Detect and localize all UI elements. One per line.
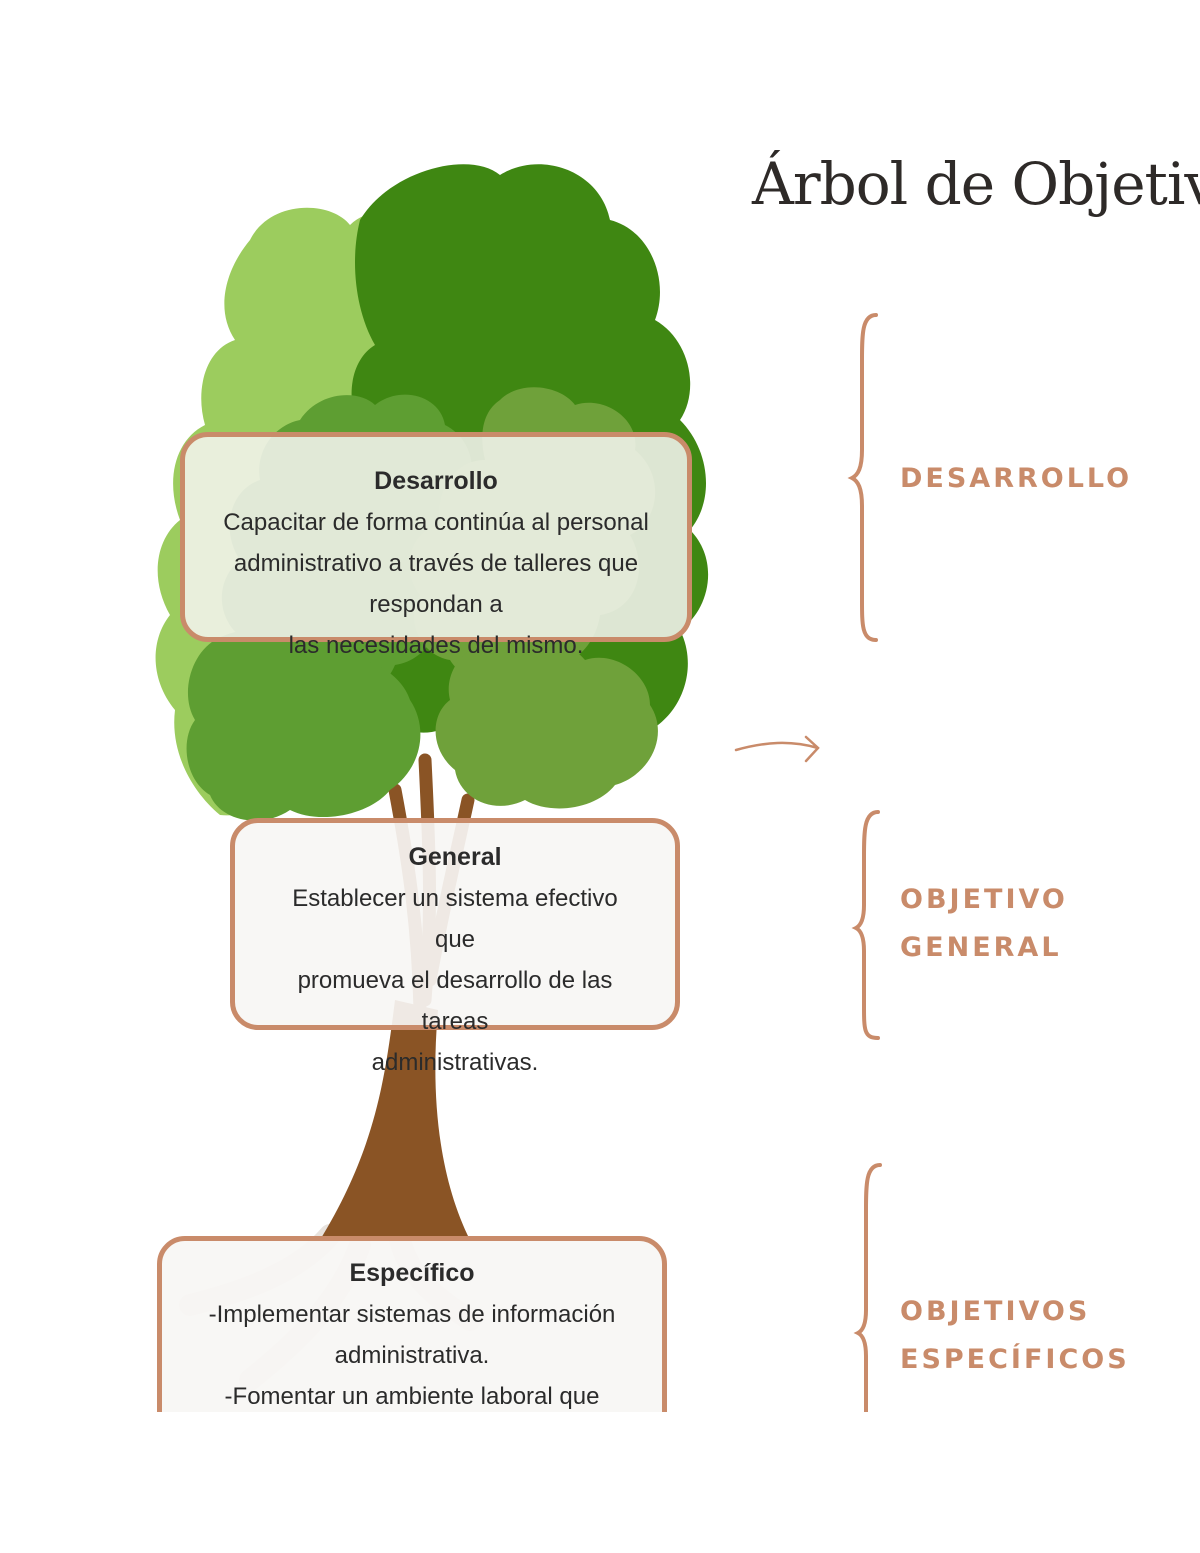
box-line: promueva el desarrollo de las tareas <box>297 967 613 1035</box>
tree-trunk <box>320 1000 470 1240</box>
foliage-lower-right <box>435 633 658 809</box>
arrow-right-icon <box>734 735 820 763</box>
box-body: Capacitar de forma continúa al personal … <box>185 502 687 666</box>
objective-box-desarrollo: Desarrollo Capacitar de forma continúa a… <box>180 432 692 659</box>
curly-brace-icon <box>847 313 878 642</box>
side-label-objetivos-especificos: OBJETIVOS ESPECÍFICOS <box>900 1288 1130 1384</box>
box-heading: Específico <box>349 1259 475 1287</box>
side-label-line: GENERAL <box>900 932 1062 963</box>
side-label-line: OBJETIVOS <box>900 1296 1091 1327</box>
side-label-objetivo-general: OBJETIVO GENERAL <box>900 876 1068 972</box>
box-line: Establecer un sistema efectivo que <box>292 885 618 953</box>
side-label-line: OBJETIVO <box>900 884 1068 915</box>
box-line: las necesidades del mismo. <box>288 632 584 659</box>
box-line: -Implementar sistemas de información <box>208 1301 616 1328</box>
box-line: administrativa. <box>334 1342 490 1369</box>
side-label-line: ESPECÍFICOS <box>900 1344 1130 1375</box>
curly-brace-icon <box>853 1163 882 1412</box>
box-line: Capacitar de forma continúa al personal <box>223 509 649 536</box>
diagram-canvas: Árbol de Objetivos Desarrollo Capacitar … <box>155 150 1200 1412</box>
objective-box-general: General Establecer un sistema efectivo q… <box>230 818 680 1076</box>
box-line: -Fomentar un ambiente laboral que motive… <box>224 1383 600 1410</box>
curly-brace-icon <box>851 810 880 1040</box>
box-line: administrativas. <box>371 1049 539 1076</box>
box-body: -Implementar sistemas de información adm… <box>162 1294 662 1412</box>
box-heading: Desarrollo <box>374 467 498 495</box>
foliage-lower-left <box>186 629 421 821</box>
objective-box-especifico: Específico -Implementar sistemas de info… <box>157 1236 667 1412</box>
box-heading: General <box>408 843 502 871</box>
page-title: Árbol de Objetivos <box>752 150 1200 218</box>
side-label-desarrollo: DESARROLLO <box>900 455 1132 503</box>
box-line: administrativo a través de talleres que … <box>233 550 639 618</box>
box-body: Establecer un sistema efectivo que promu… <box>235 878 675 1083</box>
side-label-line: DESARROLLO <box>900 463 1133 494</box>
